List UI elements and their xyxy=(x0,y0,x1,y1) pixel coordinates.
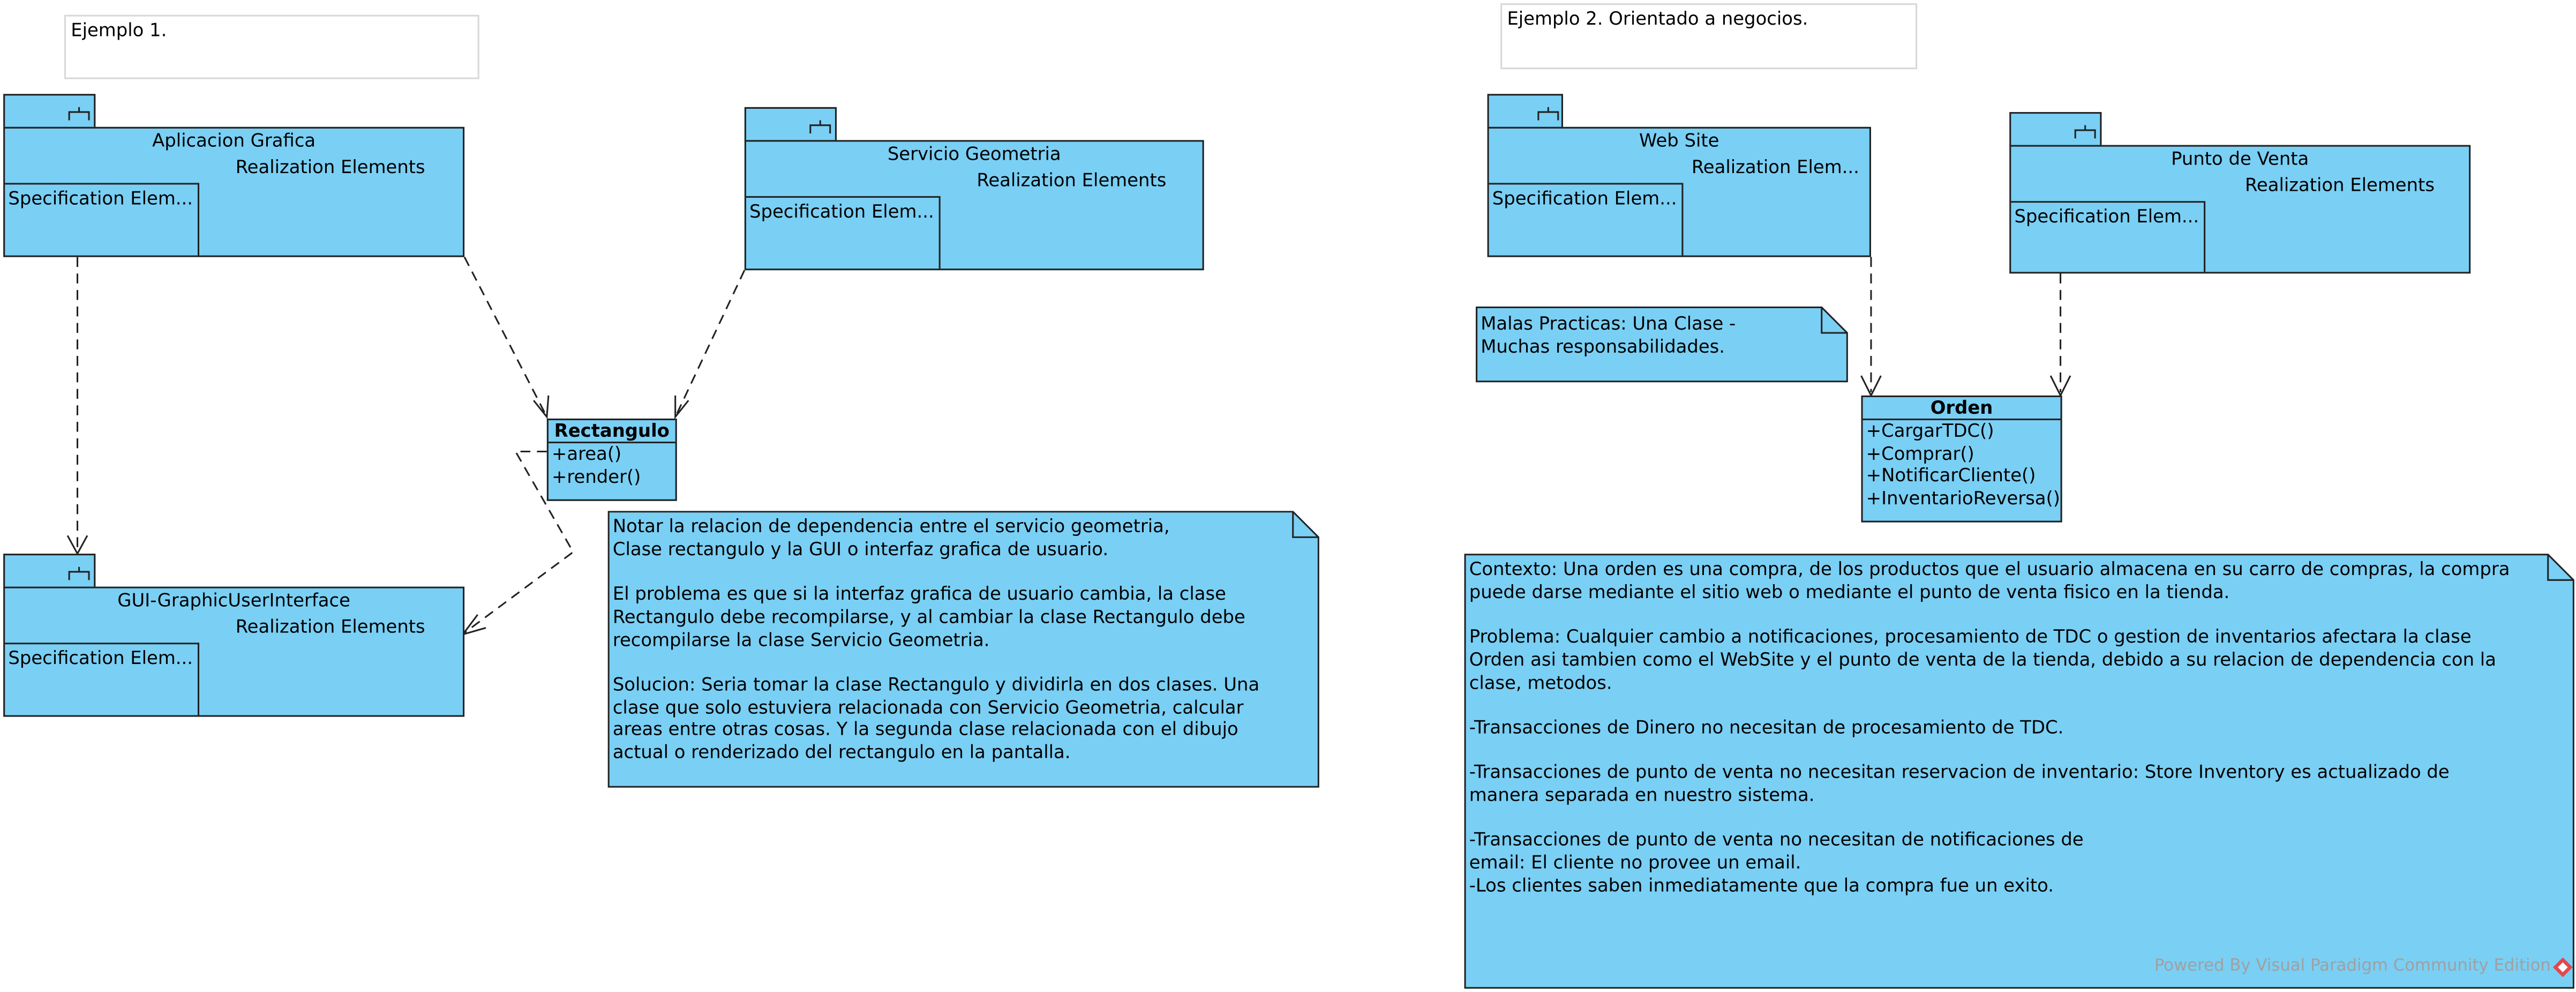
example2-title: Ejemplo 2. Orientado a negocios. xyxy=(1500,3,1918,70)
note-text: Contexto: Una orden es una compra, de lo… xyxy=(1469,558,2510,897)
specification-label: Specification Elem... xyxy=(1492,188,1677,210)
package-punto-de-venta[interactable]: Punto de Venta Realization Elements Spec… xyxy=(2009,112,2471,274)
class-operation: +InventarioReversa() xyxy=(1866,487,2061,509)
package-body: Aplicacion Grafica Realization Elements … xyxy=(3,126,465,257)
example1-title: Ejemplo 1. xyxy=(64,14,479,79)
package-name: Punto de Venta xyxy=(2171,148,2309,170)
class-name: Orden xyxy=(1862,397,2061,421)
package-tab xyxy=(3,554,96,588)
note-text: Malas Practicas: Una Clase - Muchas resp… xyxy=(1481,313,1736,357)
realization-label: Realization Elements xyxy=(977,169,1167,191)
package-name: Web Site xyxy=(1639,130,1719,152)
note-contexto[interactable]: Contexto: Una orden es una compra, de lo… xyxy=(1464,554,2574,989)
package-servicio-geometria[interactable]: Servicio Geometria Realization Elements … xyxy=(744,107,1204,271)
class-operation: +area() xyxy=(552,443,622,465)
package-tab xyxy=(3,94,96,129)
compartment-divider xyxy=(2011,201,2204,203)
package-name: Aplicacion Grafica xyxy=(152,130,316,152)
package-name: Servicio Geometria xyxy=(887,143,1061,165)
compartment-divider xyxy=(197,183,200,256)
package-icon xyxy=(809,120,831,134)
package-tab xyxy=(744,107,837,142)
realization-label: Realization Elements xyxy=(235,156,425,178)
compartment-divider xyxy=(1681,183,1684,256)
note-shape xyxy=(1476,306,1848,383)
class-operation: +render() xyxy=(552,465,641,487)
visual-paradigm-logo-icon xyxy=(2552,957,2573,978)
compartment-divider xyxy=(2204,201,2206,272)
package-tab xyxy=(1487,94,1563,129)
realization-label: Realization Elem... xyxy=(1691,156,1859,178)
class-operation: +CargarTDC() xyxy=(1866,420,1994,442)
arrowhead-orden-left xyxy=(1860,375,1882,398)
arrowhead-rectangulo-left xyxy=(533,395,550,419)
specification-label: Specification Elem... xyxy=(8,188,193,210)
class-orden[interactable]: Orden +CargarTDC() +Comprar() +Notificar… xyxy=(1861,395,2062,523)
arrowhead-orden-right xyxy=(2049,375,2071,398)
watermark-text: Powered By Visual Paradigm Community Edi… xyxy=(2154,957,2551,976)
note-text: Notar la relacion de dependencia entre e… xyxy=(612,516,1260,763)
package-aplicacion-grafica[interactable]: Aplicacion Grafica Realization Elements … xyxy=(3,94,465,257)
arrowhead-gui-top xyxy=(66,535,88,556)
class-name: Rectangulo xyxy=(548,420,675,444)
package-gui-graphicuserinterface[interactable]: GUI-GraphicUserInterface Realization Ele… xyxy=(3,554,465,717)
realization-label: Realization Elements xyxy=(2244,174,2435,196)
compartment-divider xyxy=(746,196,939,198)
package-body: GUI-GraphicUserInterface Realization Ele… xyxy=(3,586,465,717)
package-name: GUI-GraphicUserInterface xyxy=(117,590,350,611)
package-icon xyxy=(68,107,90,121)
note-dependency-explanation[interactable]: Notar la relacion de dependencia entre e… xyxy=(607,511,1319,788)
compartment-divider xyxy=(1489,183,1682,185)
note-shape xyxy=(607,511,1319,788)
package-icon xyxy=(2074,125,2096,139)
dependency-servicio-rectangulo xyxy=(676,270,746,414)
note-malas-practicas[interactable]: Malas Practicas: Una Clase - Muchas resp… xyxy=(1476,306,1848,383)
package-tab xyxy=(2009,112,2102,147)
class-operation: +NotificarCliente() xyxy=(1866,465,2036,487)
specification-label: Specification Elem... xyxy=(2014,206,2199,228)
package-body: Servicio Geometria Realization Elements … xyxy=(744,140,1204,271)
arrowhead-rectangulo-right xyxy=(674,395,689,420)
package-web-site[interactable]: Web Site Realization Elem... Specificati… xyxy=(1487,94,1871,257)
class-rectangulo[interactable]: Rectangulo +area() +render() xyxy=(546,418,677,501)
package-icon xyxy=(1537,107,1559,121)
compartment-divider xyxy=(197,643,200,715)
compartment-divider xyxy=(5,643,198,645)
dependency-rectangulo-gui xyxy=(464,450,575,633)
note-shape xyxy=(1464,554,2574,989)
dependency-aplicacion-rectangulo xyxy=(463,256,546,414)
package-body: Web Site Realization Elem... Specificati… xyxy=(1487,126,1871,257)
compartment-divider xyxy=(5,183,198,185)
class-operation: +Comprar() xyxy=(1866,442,1974,464)
specification-label: Specification Elem... xyxy=(8,647,193,669)
package-icon xyxy=(68,566,90,580)
realization-label: Realization Elements xyxy=(235,616,425,638)
compartment-divider xyxy=(938,196,941,269)
package-body: Punto de Venta Realization Elements Spec… xyxy=(2009,145,2471,274)
specification-label: Specification Elem... xyxy=(749,201,934,223)
